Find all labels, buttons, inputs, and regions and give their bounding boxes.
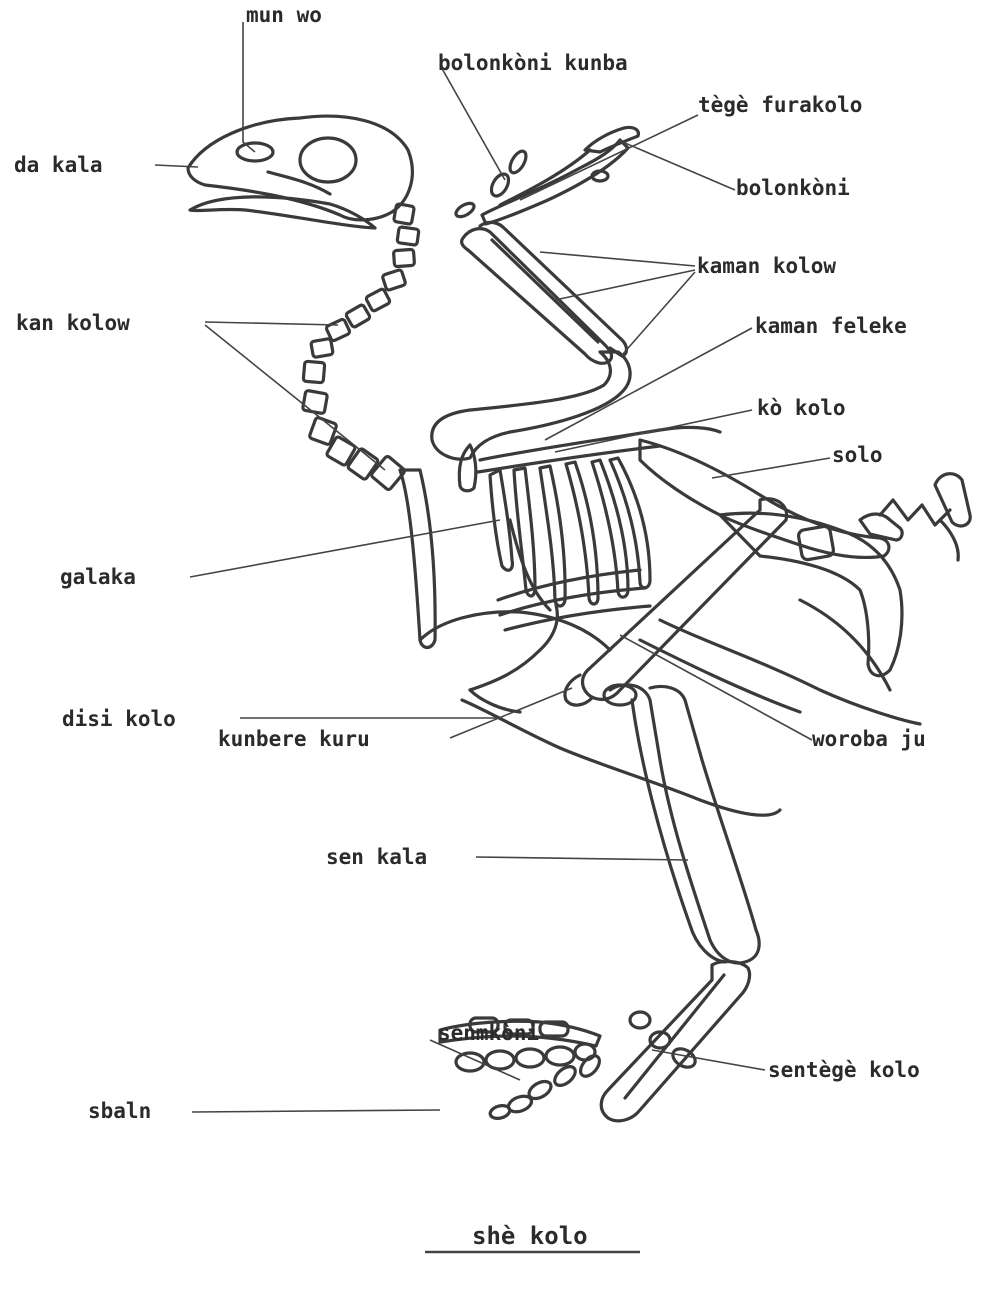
label-kaman-kolow: kaman kolow	[697, 254, 836, 278]
label-tege-furakolo: tègè furakolo	[698, 93, 862, 117]
label-kunbere-kuru: kunbere kuru	[218, 727, 370, 751]
caption: shè kolo	[472, 1222, 588, 1250]
skeleton-drawing	[188, 116, 970, 1121]
label-senmkoni: senmkòni	[438, 1021, 539, 1045]
label-sentege-kolo: sentègè kolo	[768, 1058, 920, 1082]
leader-kaman-kolow-3	[622, 272, 695, 355]
leader-solo	[712, 458, 830, 478]
leader-senmkoni	[430, 1040, 520, 1080]
labels: mun wo da kala bolonkòni kunba tègè fura…	[14, 3, 926, 1250]
label-sbaln: sbaln	[88, 1099, 151, 1123]
wing-forearm	[462, 222, 627, 363]
leader-sen-kala	[476, 857, 688, 860]
label-da-kala: da kala	[14, 153, 103, 177]
leader-bolonkoni	[618, 140, 735, 190]
tibiotarsus	[604, 685, 759, 963]
label-sen-kala: sen kala	[326, 845, 427, 869]
label-disi-kolo: disi kolo	[62, 707, 176, 731]
label-kaman-feleke: kaman feleke	[755, 314, 907, 338]
leader-galaka	[190, 520, 500, 577]
label-galaka: galaka	[60, 565, 136, 589]
label-woroba-ju: woroba ju	[812, 727, 926, 751]
leader-kan-kolow-1	[205, 322, 338, 325]
wing-hand	[454, 127, 639, 224]
hip-region	[462, 605, 780, 815]
label-bolonkoni-kunba: bolonkòni kunba	[438, 51, 628, 75]
skull	[188, 116, 412, 228]
leader-lines	[155, 22, 830, 1252]
leader-bolonkoni-kunba	[440, 65, 505, 180]
leader-sbaln	[192, 1110, 440, 1112]
leader-kaman-kolow-1	[540, 252, 695, 266]
leader-kunbere-kuru	[450, 688, 572, 738]
label-mun-wo: mun wo	[246, 3, 322, 27]
neck-vertebrae	[302, 204, 419, 491]
label-kan-kolow: kan kolow	[16, 311, 130, 335]
ribs	[490, 458, 650, 630]
eye-socket	[300, 138, 356, 182]
tail-bones	[860, 474, 970, 560]
label-bolonkoni: bolonkòni	[736, 176, 850, 200]
shoulder-girdle	[459, 427, 720, 490]
leader-tege-furakolo	[520, 115, 698, 200]
label-ko-kolo: kò kolo	[757, 396, 846, 420]
label-solo: solo	[832, 443, 883, 467]
obturator-foramen	[798, 525, 835, 560]
leader-mun-wo	[243, 22, 255, 152]
tarsometatarsus	[601, 962, 749, 1121]
leader-kan-kolow-2	[205, 325, 385, 470]
leader-sentege-kolo	[652, 1050, 765, 1070]
